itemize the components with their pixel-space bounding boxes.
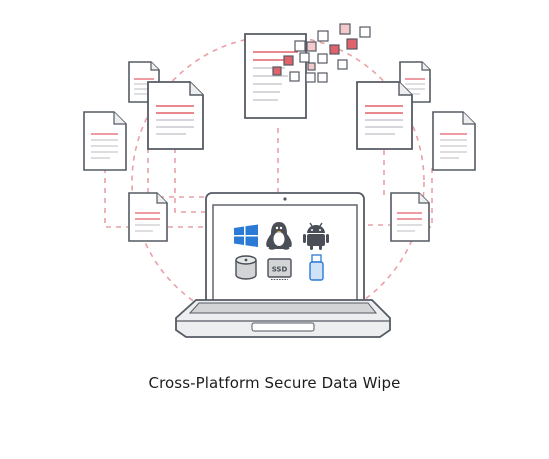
document-icon-left-middle [83, 111, 127, 171]
document-icon-right-large [356, 81, 413, 150]
document-icon-right-bottom [390, 192, 430, 242]
linux-icon [266, 222, 292, 250]
trackpad [251, 322, 315, 332]
windows-icon [234, 224, 258, 247]
keyboard [188, 302, 378, 314]
document-icon-left-large [147, 81, 204, 150]
usb-drive-icon [309, 254, 324, 281]
ssd-icon: SSD [267, 258, 292, 280]
data-fragments [272, 23, 371, 83]
laptop-screen [212, 204, 358, 303]
laptop [175, 192, 391, 338]
document-icon-right-middle [432, 111, 476, 171]
dashed-ring [131, 35, 425, 329]
document-icon-top-shredding [244, 33, 307, 119]
android-icon [303, 222, 329, 250]
diagram-caption: Cross-Platform Secure Data Wipe [148, 374, 401, 392]
hdd-icon [235, 255, 257, 280]
document-icon-left-bottom [128, 192, 168, 242]
ssd-label: SSD [272, 266, 288, 274]
